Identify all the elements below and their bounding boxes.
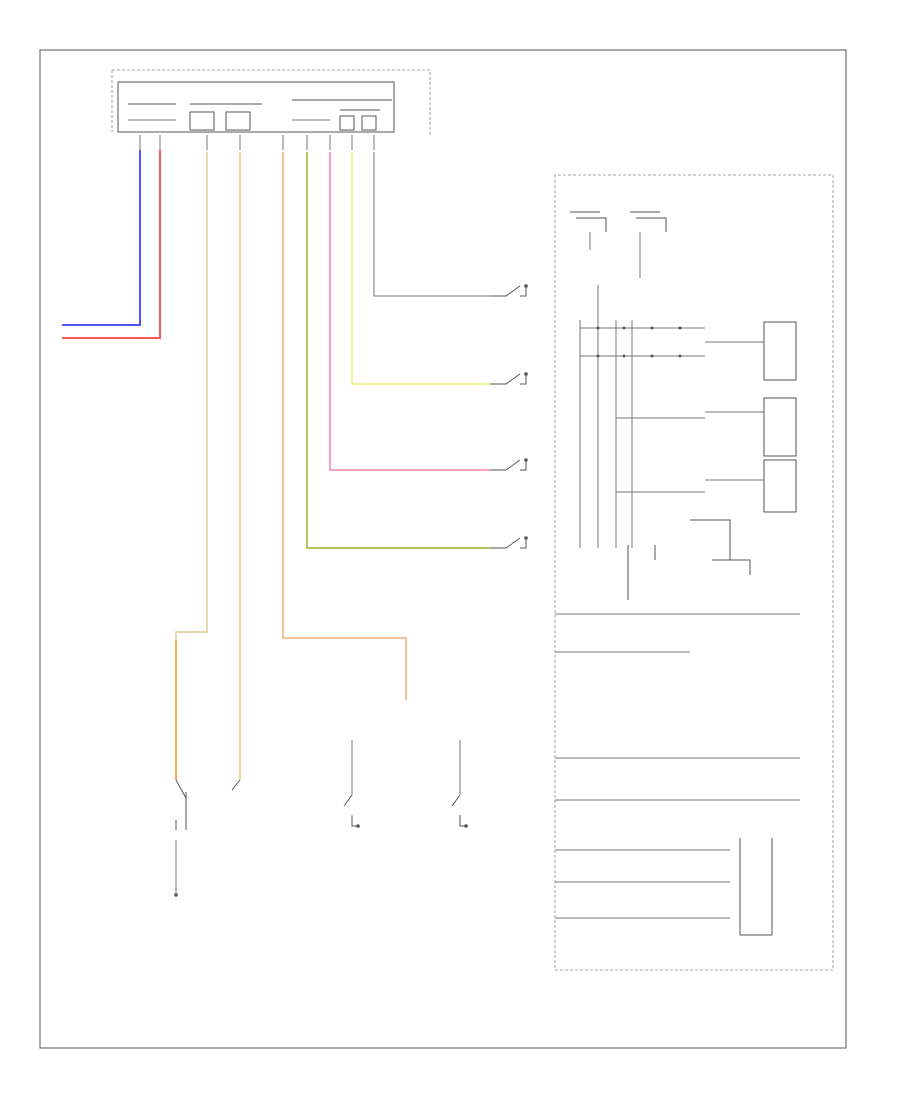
colored-wires — [62, 150, 490, 780]
wire-tan-1 — [175, 152, 208, 780]
door-switch-1 — [490, 284, 528, 297]
door-switch-4 — [490, 536, 528, 549]
switch-4 — [451, 740, 468, 828]
wire-peach — [282, 152, 407, 700]
module-pin-stubs — [139, 135, 375, 150]
switch-2 — [231, 779, 241, 791]
wire-pink — [329, 152, 490, 471]
control-module — [111, 69, 431, 135]
wire-yellow — [351, 152, 490, 385]
wire-gray — [373, 152, 490, 297]
door-switch-3 — [490, 458, 528, 471]
door-switch-2 — [490, 372, 528, 385]
wire-red — [62, 150, 161, 339]
door-switches — [490, 284, 528, 549]
diagram-frame — [39, 49, 847, 1049]
bottom-switches — [174, 740, 468, 897]
switch-3 — [343, 740, 360, 828]
wire-blue — [62, 150, 141, 326]
instrument-cluster — [554, 174, 834, 971]
brake-switch — [174, 779, 187, 897]
wire-green — [306, 152, 490, 549]
